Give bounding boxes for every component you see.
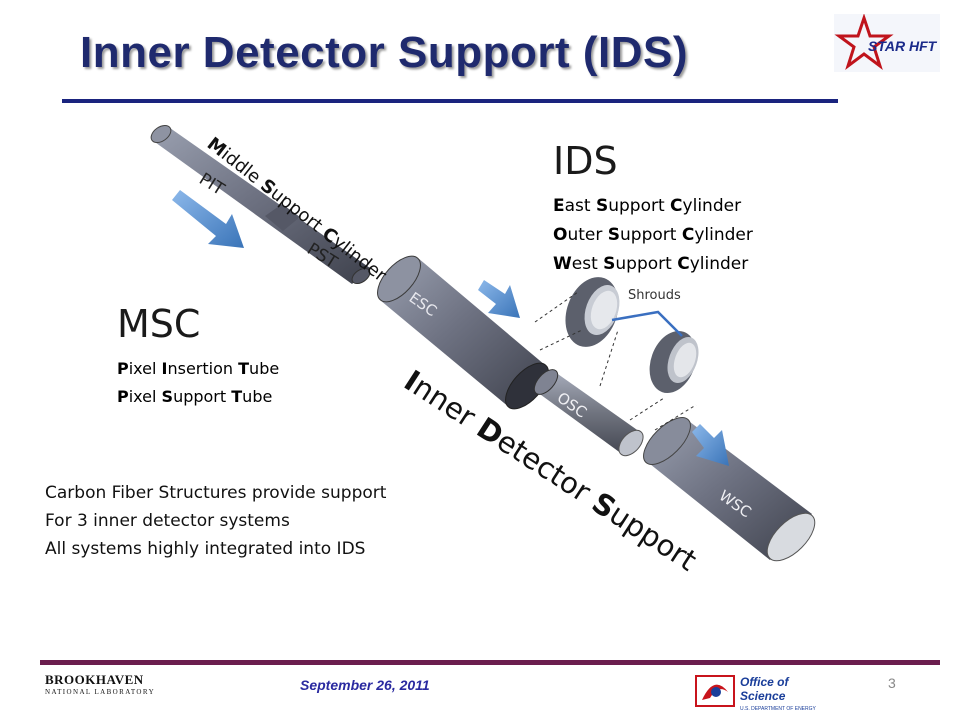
office-of-science-logo: Office of Science U.S. DEPARTMENT OF ENE… xyxy=(695,675,817,712)
ids-heading: IDS xyxy=(553,139,618,183)
carbon-line-1: Carbon Fiber Structures provide support xyxy=(45,483,387,503)
star-hft-text: STAR HFT xyxy=(868,38,938,54)
oos-line2: Science xyxy=(740,689,786,703)
star-icon xyxy=(834,14,894,71)
oos-line3: U.S. DEPARTMENT OF ENERGY xyxy=(740,706,817,712)
ids-line-west: West Support Cylinder xyxy=(553,254,749,274)
brookhaven-logo-bottom: NATIONAL LABORATORY xyxy=(45,688,156,696)
msc-line-pit: Pixel Insertion Tube xyxy=(117,359,280,378)
footer-date: September 26, 2011 xyxy=(300,677,430,693)
middle-support-cylinder-label: Middle Support Cylinder xyxy=(203,133,391,286)
esc-cylinder xyxy=(377,255,549,410)
msc-line-pst: Pixel Support Tube xyxy=(117,387,273,406)
footer-rule xyxy=(40,660,940,665)
pit-tube xyxy=(150,124,371,285)
carbon-line-3: All systems highly integrated into IDS xyxy=(45,539,366,559)
star-hft-logo: STAR HFT xyxy=(834,14,940,72)
carbon-line-2: For 3 inner detector systems xyxy=(45,511,290,531)
ids-line-east: East Support Cylinder xyxy=(553,196,742,216)
ids-line-outer: Outer Support Cylinder xyxy=(553,225,753,245)
arrow-esc xyxy=(478,280,520,318)
title-underline xyxy=(62,99,838,103)
osc-cylinder xyxy=(533,369,644,457)
doe-swirl-icon xyxy=(702,684,728,700)
oos-line1: Office of xyxy=(740,675,789,689)
brookhaven-logo: BROOKHAVEN NATIONAL LABORATORY xyxy=(45,672,155,696)
arrow-pit xyxy=(172,190,244,248)
msc-heading: MSC xyxy=(117,302,201,346)
shroud-lower xyxy=(649,331,699,393)
slide-title: Inner Detector Support (IDS) xyxy=(80,28,689,77)
wsc-cylinder xyxy=(643,417,816,562)
arrow-wsc xyxy=(692,424,729,466)
shrouds-pointer xyxy=(611,310,683,337)
page-number: 3 xyxy=(888,675,896,691)
brookhaven-logo-top: BROOKHAVEN xyxy=(45,672,144,687)
shroud-upper xyxy=(565,277,620,347)
shrouds-label: Shrouds xyxy=(628,288,681,303)
assembly-guide-lines xyxy=(534,291,697,431)
